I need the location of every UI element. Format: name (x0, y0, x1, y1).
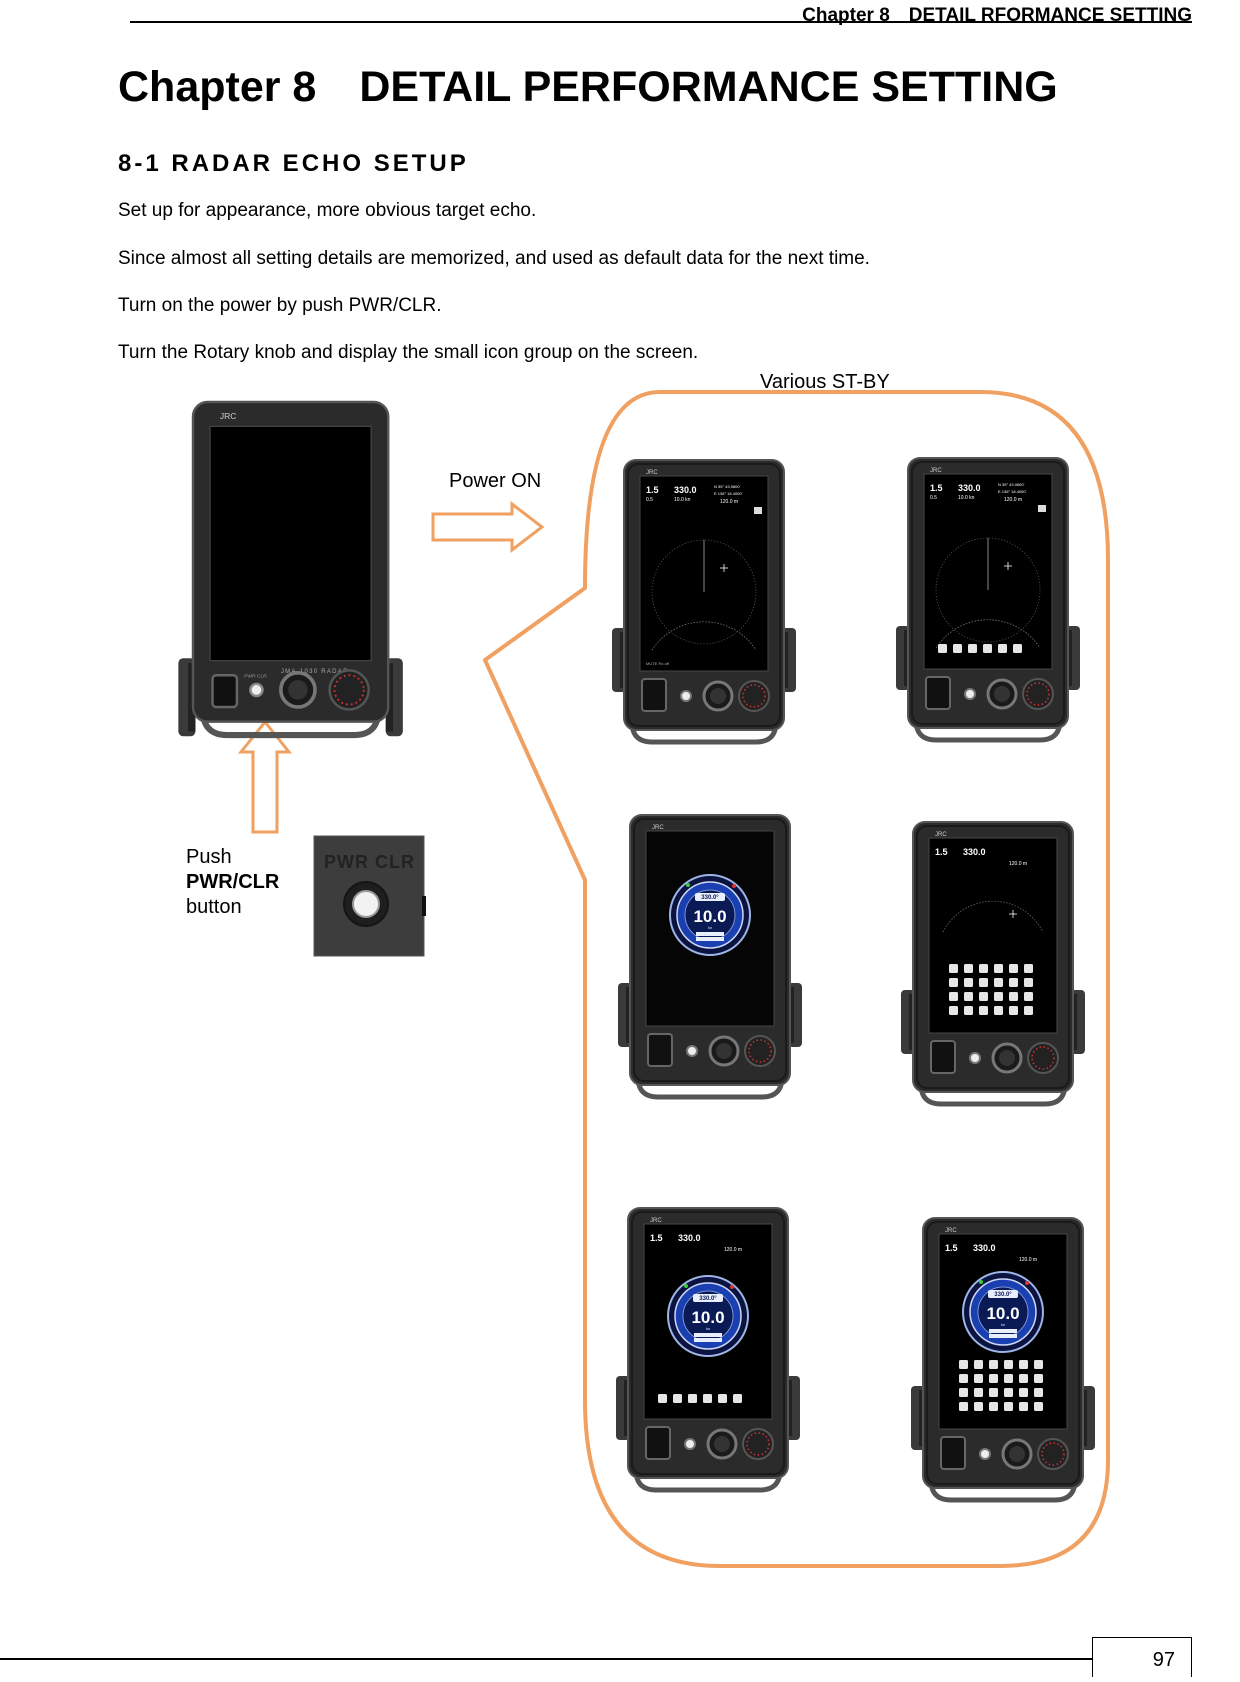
standby-device-2 (896, 458, 1080, 740)
button-label-line: button (186, 896, 242, 918)
svg-text:1.5: 1.5 (650, 1233, 663, 1243)
standby-device-4: 1.5 330.0 120.0 m (901, 822, 1085, 1104)
running-header: Chapter 8 DETAIL RFORMANCE SETTING (802, 5, 1192, 26)
push-button-label: Push PWR/CLR button (186, 845, 279, 920)
chapter-title: Chapter 8 DETAIL PERFORMANCE SETTING (118, 63, 1058, 111)
paragraph-2: Since almost all setting details are mem… (118, 248, 870, 269)
svg-text:120.0 m: 120.0 m (724, 1247, 742, 1253)
svg-text:120.0 m: 120.0 m (1009, 861, 1027, 867)
paragraph-3: Turn on the power by push PWR/CLR. (118, 295, 442, 316)
svg-text:120.0 m: 120.0 m (1019, 1257, 1037, 1263)
various-standby-label: Various ST-BY (760, 371, 890, 393)
svg-text:PWR CLR: PWR CLR (244, 674, 267, 680)
section-title: 8-1 RADAR ECHO SETUP (118, 150, 469, 177)
svg-text:JRC: JRC (220, 411, 237, 421)
paragraph-4: Turn the Rotary knob and display the sma… (118, 342, 699, 363)
svg-text:MUTE Rx-off: MUTE Rx-off (646, 661, 670, 666)
svg-text:330.0: 330.0 (678, 1233, 701, 1243)
standby-device-3 (618, 815, 802, 1097)
svg-text:JMA-1030 RADAR: JMA-1030 RADAR (281, 668, 349, 675)
header-rule (130, 21, 1192, 23)
page-number: 97 (1092, 1637, 1192, 1677)
standby-device-6: 1.5 330.0 120.0 m (911, 1218, 1095, 1500)
pwr-clr-label: PWR/CLR (186, 871, 280, 893)
svg-text:330.0: 330.0 (973, 1243, 996, 1253)
svg-text:330.0: 330.0 (963, 847, 986, 857)
power-on-label: Power ON (449, 470, 542, 492)
svg-text:1.5: 1.5 (935, 847, 948, 857)
footer-rule (0, 1658, 1192, 1660)
push-label-line: Push (186, 846, 232, 868)
svg-text:1.5: 1.5 (945, 1243, 958, 1253)
standby-device-5: 1.5 330.0 120.0 m (616, 1208, 800, 1490)
standby-device-1: MUTE Rx-off (612, 460, 796, 742)
svg-text:PWR CLR: PWR CLR (324, 852, 415, 872)
paragraph-1: Set up for appearance, more obvious targ… (118, 200, 537, 221)
